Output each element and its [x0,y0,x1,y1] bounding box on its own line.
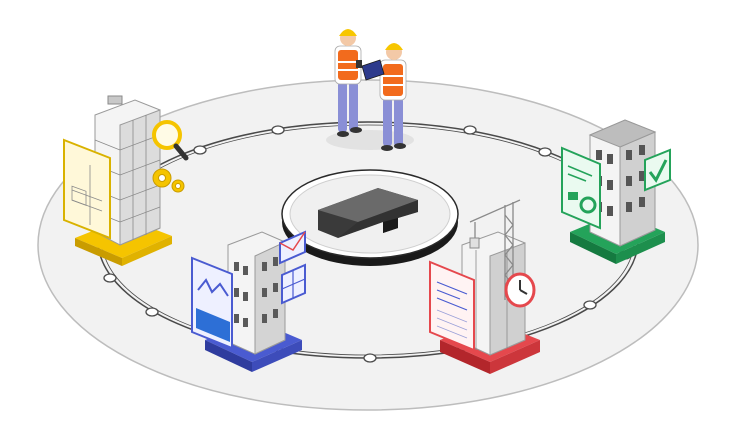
ring-node [583,300,597,310]
analytics-station [191,230,306,372]
ring-node [463,125,477,135]
mail-icon [279,230,306,265]
ring-node [103,273,117,283]
ring-node [271,125,285,135]
design-station [63,95,189,266]
blueprint-board [63,138,111,240]
crane-icon [469,199,521,300]
approval-station [561,119,671,264]
ring-node [538,147,552,157]
magnifier-icon [152,120,189,161]
phone-icon [356,60,362,68]
ring-node [193,145,207,155]
ring-node [145,307,159,317]
gears-icon [152,168,185,193]
worker-with-phone [334,29,362,137]
brand-logo-icon [318,188,418,238]
schedule-station [429,199,540,374]
clock-icon [504,272,536,308]
checkmark-icon [644,148,671,192]
worker-with-tablet [361,43,407,151]
ring-node [363,353,377,363]
tablet-icon [361,59,385,81]
